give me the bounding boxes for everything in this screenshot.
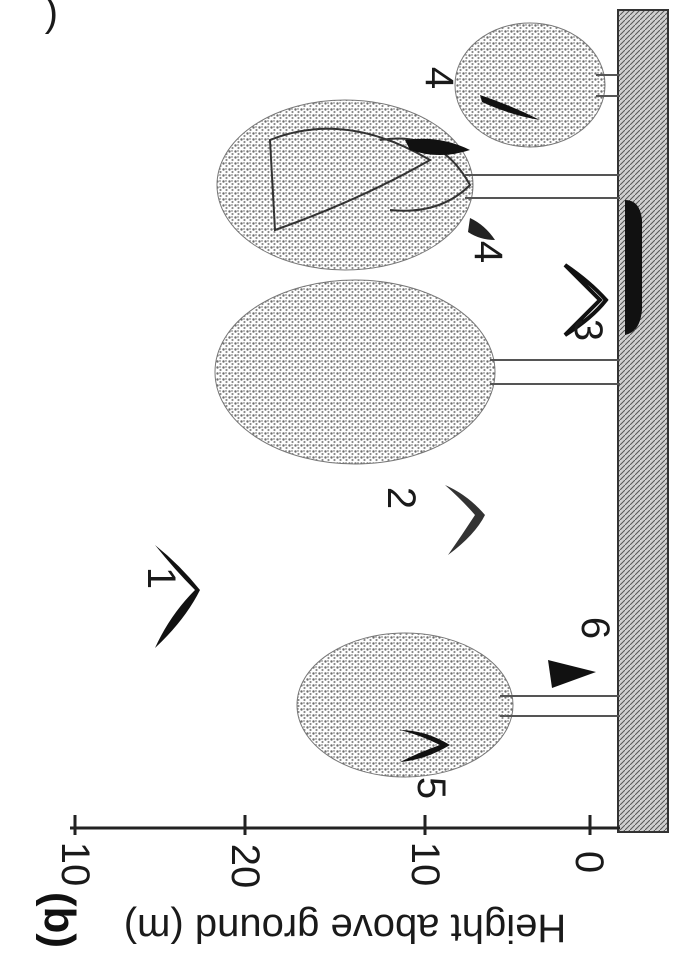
bird-2-icon: [445, 485, 485, 555]
marker-4b: 4: [417, 67, 461, 89]
panel-label: (b): [35, 892, 84, 948]
bird-1-icon: [155, 545, 200, 648]
ground-strip: [618, 10, 668, 832]
bird-4-small-icon: [468, 218, 495, 240]
marker-6: 6: [573, 617, 617, 639]
tick-label-10: 10: [403, 842, 447, 887]
tree-lower: [297, 633, 620, 777]
ground-mound: [625, 200, 642, 335]
marker-5: 5: [409, 777, 453, 799]
marker-1: 1: [139, 567, 183, 589]
tree-middle: [215, 280, 620, 464]
top-cut-text: (: [44, 0, 58, 40]
marker-3: 3: [566, 319, 610, 341]
y-axis-title: Height above ground (m): [124, 906, 566, 950]
tick-label-0: 0: [567, 851, 611, 873]
tree-small-top: [455, 23, 620, 147]
bird-6-icon: [548, 660, 596, 688]
tick-label-20: 20: [223, 844, 267, 889]
marker-2: 2: [379, 487, 423, 509]
marker-4a: 4: [466, 241, 510, 263]
tick-label-10-top: 10: [53, 842, 97, 887]
